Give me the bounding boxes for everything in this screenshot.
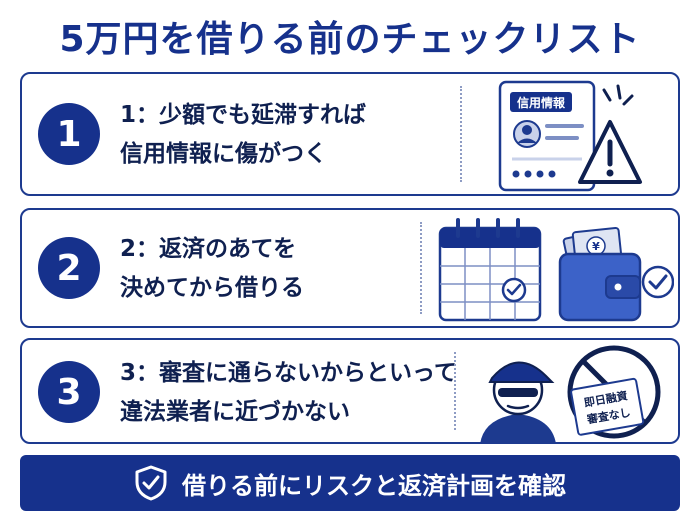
checklist-item-1: 1 1：少額でも延滞すれば 信用情報に傷がつく 信用情報 <box>20 72 680 196</box>
calendar-wallet-icon: ¥ <box>438 218 674 322</box>
item-3-line-2: 違法業者に近づかない <box>120 399 350 425</box>
item-text-2: 2：返済のあてを 決めてから借りる <box>120 230 304 308</box>
item-number-2: 2 <box>38 237 100 299</box>
item-text-1: 1：少額でも延滞すれば 信用情報に傷がつく <box>120 96 366 174</box>
yen-symbol: ¥ <box>592 240 600 253</box>
shield-check-icon <box>135 465 167 501</box>
item-number-3: 3 <box>38 361 100 423</box>
summary-banner: 借りる前にリスクと返済計画を確認 <box>20 455 680 511</box>
checklist-item-2: 2 2：返済のあてを 決めてから借りる ¥ <box>20 208 680 328</box>
divider <box>460 86 462 182</box>
divider <box>420 222 422 314</box>
item-number-1: 1 <box>38 103 100 165</box>
illegal-lender-prohibited-icon: 即日融資 審査なし <box>480 345 661 444</box>
checklist-item-3: 3 3：審査に通らないからといって 違法業者に近づかない 即日融資 審査なし <box>20 338 680 444</box>
item-3-line-1: 3：審査に通らないからといって <box>120 360 457 386</box>
divider <box>454 352 456 430</box>
item-2-line-1: 2：返済のあてを <box>120 236 297 262</box>
item-2-line-2: 決めてから借りる <box>120 275 304 301</box>
item-1-line-2: 信用情報に傷がつく <box>120 141 327 167</box>
item-text-3: 3：審査に通らないからといって 違法業者に近づかない <box>120 354 457 432</box>
credit-report-warning-icon: 信用情報 <box>498 80 642 192</box>
page-title: 5万円を借りる前のチェックリスト <box>59 19 641 60</box>
credit-report-label: 信用情報 <box>517 95 566 110</box>
banner-text: 借りる前にリスクと返済計画を確認 <box>182 471 566 500</box>
item-1-line-1: 1：少額でも延滞すれば <box>120 102 367 128</box>
